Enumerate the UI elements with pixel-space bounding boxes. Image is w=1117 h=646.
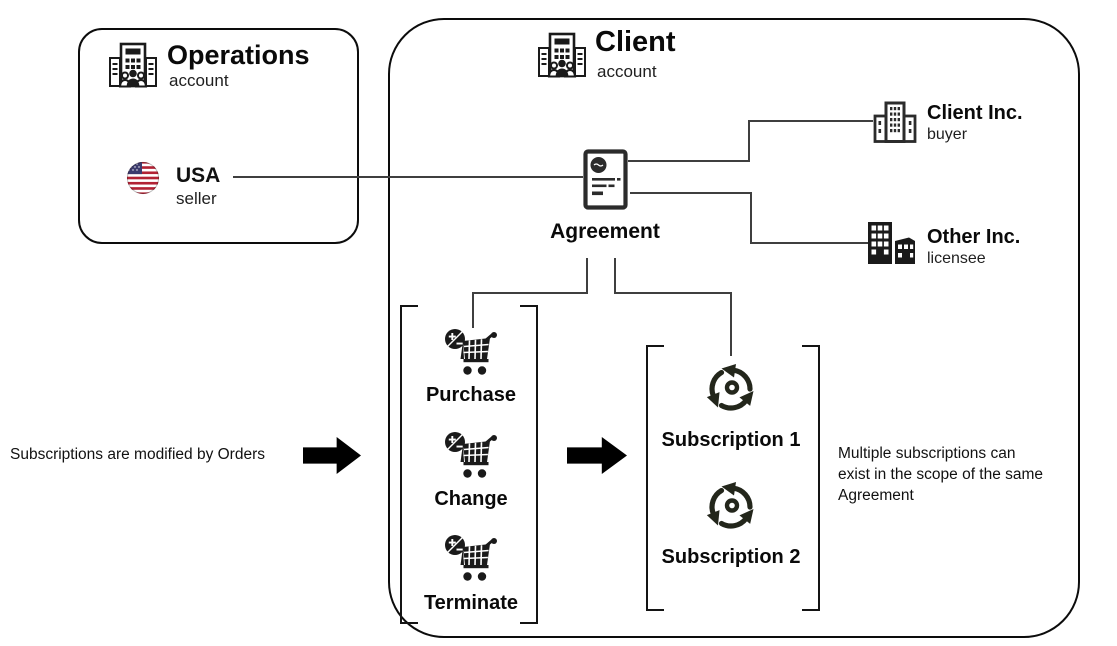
company-icon	[108, 42, 158, 88]
connector-agreement-subscriptions-h	[614, 292, 732, 294]
subscription-1-label: Subscription 1	[661, 429, 801, 451]
connector-agreement-orders-v2	[472, 292, 474, 328]
order-cart-icon	[444, 431, 498, 479]
agreement-label: Agreement	[550, 220, 660, 243]
seller-name: USA	[176, 164, 221, 187]
subscriptions-bracket-left	[646, 345, 664, 611]
licensee-role: licensee	[927, 250, 986, 267]
connector-agreement-buyer-h1	[628, 160, 750, 162]
subscription-cycle-icon	[702, 478, 760, 536]
connector-agreement-buyer-h2	[748, 120, 873, 122]
order-cart-icon	[444, 328, 498, 376]
operations-subtitle: account	[169, 71, 229, 90]
operations-title: Operations	[167, 40, 310, 70]
client-account-box	[388, 18, 1080, 638]
seller-role: seller	[176, 189, 217, 208]
connector-agreement-subscriptions-v2	[730, 292, 732, 356]
agreement-document-icon	[583, 149, 628, 210]
orders-bracket-right	[520, 305, 538, 624]
buildings-icon	[866, 222, 918, 264]
subscription-2-label: Subscription 2	[661, 546, 801, 568]
connector-agreement-buyer-v	[748, 120, 750, 162]
order-cart-icon	[444, 534, 498, 582]
subscription-cycle-icon	[702, 360, 760, 418]
left-note: Subscriptions are modified by Orders	[10, 446, 266, 463]
licensee-name: Other Inc.	[927, 226, 1021, 248]
connector-agreement-orders-h	[472, 292, 588, 294]
solid-right-arrow-icon	[303, 437, 361, 474]
right-note: Multiple subscriptions can exist in the …	[838, 445, 1044, 504]
order-purchase-label: Purchase	[425, 384, 517, 406]
connector-agreement-licensee-h2	[750, 242, 868, 244]
order-terminate-label: Terminate	[423, 592, 519, 614]
connector-agreement-licensee-v	[750, 192, 752, 244]
company-icon	[537, 32, 587, 78]
client-title: Client	[595, 26, 676, 58]
building-icon	[872, 101, 918, 143]
connector-agreement-orders-v1	[586, 258, 588, 294]
usa-flag-icon	[126, 161, 160, 195]
order-change-label: Change	[434, 488, 508, 510]
connector-agreement-licensee-h1	[630, 192, 752, 194]
buyer-name: Client Inc.	[927, 102, 1023, 124]
subscriptions-bracket-right	[802, 345, 820, 611]
orders-bracket-left	[400, 305, 418, 624]
connector-agreement-subscriptions-v1	[614, 258, 616, 294]
client-subtitle: account	[597, 62, 657, 81]
connector-usa-agreement	[233, 176, 583, 178]
buyer-role: buyer	[927, 126, 968, 143]
